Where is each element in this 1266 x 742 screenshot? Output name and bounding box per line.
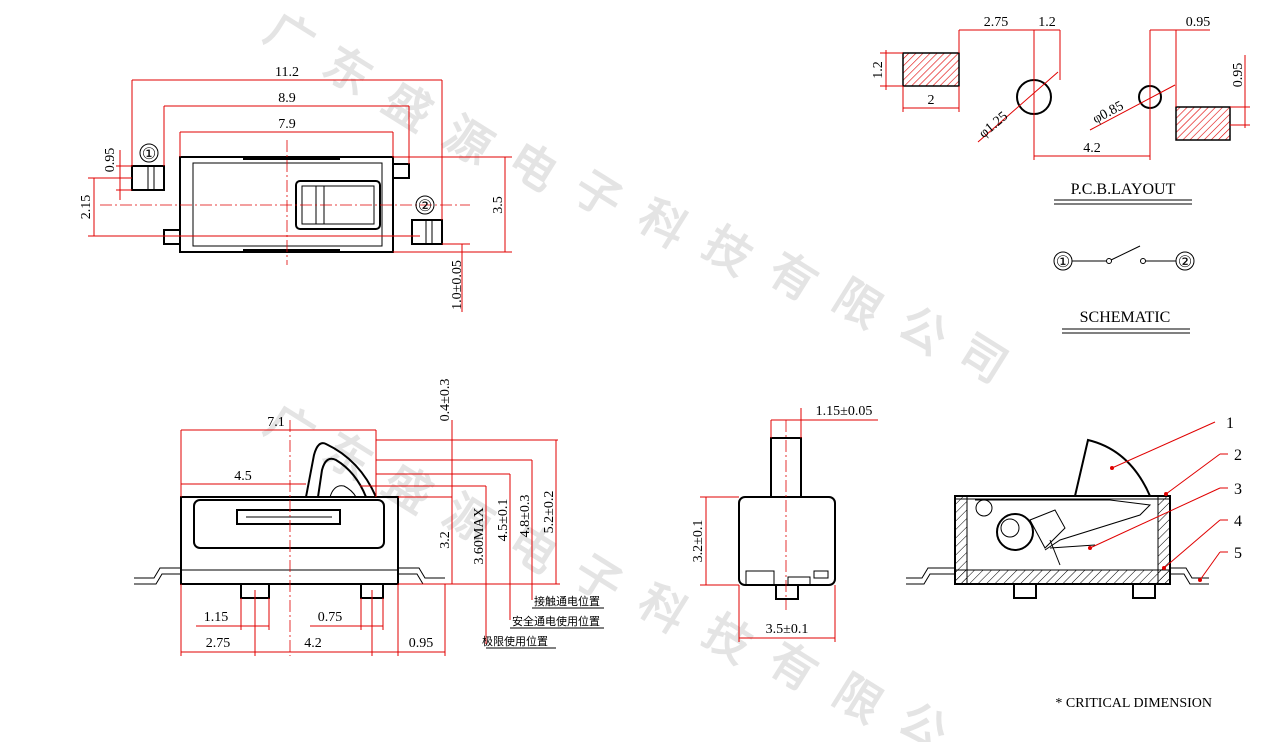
- callout-4: 4: [1234, 513, 1242, 530]
- front-view-body: [180, 496, 399, 585]
- section-lever: [1073, 438, 1152, 497]
- pin-2-label: ②: [418, 198, 432, 215]
- dim-max-height: 3.60MAX: [472, 507, 487, 564]
- top-view: 11.2 8.9 7.9 0.95 2.15 3.5 1.0±0.05 ① ②: [79, 65, 512, 312]
- pcb-pad-right: [1175, 106, 1231, 141]
- side-view: 1.15±0.05 3.2±0.1 3.5±0.1: [691, 404, 878, 642]
- front-view-actuator: [305, 442, 377, 498]
- dim-pad-height-right: 0.95: [1231, 63, 1246, 88]
- dim-terminal-span: 2.15: [79, 195, 94, 220]
- section-spring: [996, 513, 1034, 551]
- dim-pad-width: 2: [928, 93, 935, 108]
- dim-4-5: 4.5: [234, 469, 252, 484]
- top-view-body: [179, 156, 394, 253]
- dim-actuator-travel: 0.4±0.3: [438, 379, 453, 422]
- dim-pad-offset: 2.75: [984, 15, 1009, 30]
- label-safe-position: 安全通电使用位置: [512, 614, 600, 628]
- watermark-char: 盛: [374, 72, 442, 142]
- front-view: 7.1 4.5 0.4±0.3 3.2 3.60MAX 4.5±0.1 4.8±…: [134, 379, 604, 656]
- schematic-pin-2: ②: [1178, 254, 1192, 271]
- callout-5: 5: [1234, 545, 1242, 562]
- watermark-char: 限: [824, 664, 892, 734]
- watermark-char: 限: [824, 269, 892, 339]
- watermark-char: 电: [499, 132, 567, 202]
- dim-body-height: 3.5: [491, 196, 506, 214]
- dim-1-15: 1.15: [204, 610, 229, 625]
- dim-hole-small-diameter: φ0.85: [1090, 99, 1126, 128]
- label-contact-position: 接触通电位置: [534, 594, 600, 608]
- dim-body-with-tabs: 8.9: [278, 91, 296, 106]
- callout-1: 1: [1226, 415, 1234, 432]
- dim-overall-length: 11.2: [275, 65, 299, 80]
- watermark-char: 子: [564, 160, 632, 230]
- dim-0-75: 0.75: [318, 610, 343, 625]
- schematic-title: SCHEMATIC: [1080, 309, 1171, 326]
- watermark-char: 广: [256, 2, 324, 72]
- watermark-char: 有: [759, 242, 827, 312]
- pin-1-label: ①: [142, 146, 156, 163]
- watermark-char: 科: [629, 189, 697, 259]
- dim-tab-height: 0.95: [103, 148, 118, 173]
- dim-0-95: 0.95: [409, 636, 434, 651]
- watermark-char: 技: [694, 604, 762, 674]
- pin-1-marker: [139, 143, 159, 163]
- label-limit-position: 极限使用位置: [482, 634, 548, 648]
- watermark-char: 东: [314, 422, 382, 492]
- dim-hole-pitch: 4.2: [1083, 141, 1101, 156]
- watermark-char: 技: [694, 216, 762, 286]
- watermark-char: 公: [889, 296, 957, 366]
- callout-3: 3: [1234, 481, 1242, 498]
- terminal-2: [411, 219, 443, 245]
- dim-side-height: 3.2±0.1: [691, 520, 706, 563]
- dim-7-1: 7.1: [267, 415, 285, 430]
- side-view-body: [738, 496, 836, 586]
- dim-4-2: 4.2: [304, 636, 322, 651]
- dim-hole-large-diameter: φ1.25: [976, 109, 1011, 141]
- watermark-char: 公: [889, 692, 957, 742]
- dim-contact-position: 4.5±0.1: [496, 499, 511, 542]
- dim-standoff: 1.0±0.05: [450, 260, 465, 310]
- top-view-inner-outline: [192, 162, 383, 247]
- watermark-char: 司: [949, 324, 1017, 394]
- watermark-char: 东: [314, 36, 382, 106]
- dim-body-length: 7.9: [278, 117, 296, 132]
- switch-contact: [1110, 245, 1141, 261]
- dim-hole-spacing: 1.2: [1038, 15, 1056, 30]
- watermark-char: 源: [434, 106, 502, 176]
- dim-pad-width-right: 0.95: [1186, 15, 1211, 30]
- watermark: 广 东 盛 源 电 子 科 技 有 限 公 司 广 东 盛 源 电 子 科 技 …: [256, 2, 1017, 742]
- schematic-pin-1: ①: [1056, 254, 1070, 271]
- dim-3-2: 3.2: [438, 531, 453, 549]
- dim-actuator-width: 1.15±0.05: [816, 404, 873, 419]
- dim-pad-height: 1.2: [871, 61, 886, 79]
- section-view: 1 2 3 4 5: [906, 415, 1242, 599]
- dim-side-width: 3.5±0.1: [766, 622, 809, 637]
- pcb-layout: 2.75 1.2 0.95 1.2 2 φ1.25 φ0.85 0.95 4.2…: [871, 15, 1250, 205]
- dim-safe-position: 4.8±0.3: [518, 495, 533, 538]
- pin-2-marker: [415, 195, 435, 215]
- dim-2-75: 2.75: [206, 636, 231, 651]
- watermark-char: 有: [759, 632, 827, 702]
- pcb-pad-left: [902, 52, 960, 87]
- watermark-char: 科: [629, 574, 697, 644]
- callout-2: 2: [1234, 447, 1242, 464]
- schematic: ① ② SCHEMATIC: [1053, 245, 1195, 334]
- pcb-layout-title: P.C.B.LAYOUT: [1071, 181, 1176, 198]
- dim-limit-position: 5.2±0.2: [542, 491, 557, 534]
- critical-dimension-note: * CRITICAL DIMENSION: [1055, 696, 1212, 711]
